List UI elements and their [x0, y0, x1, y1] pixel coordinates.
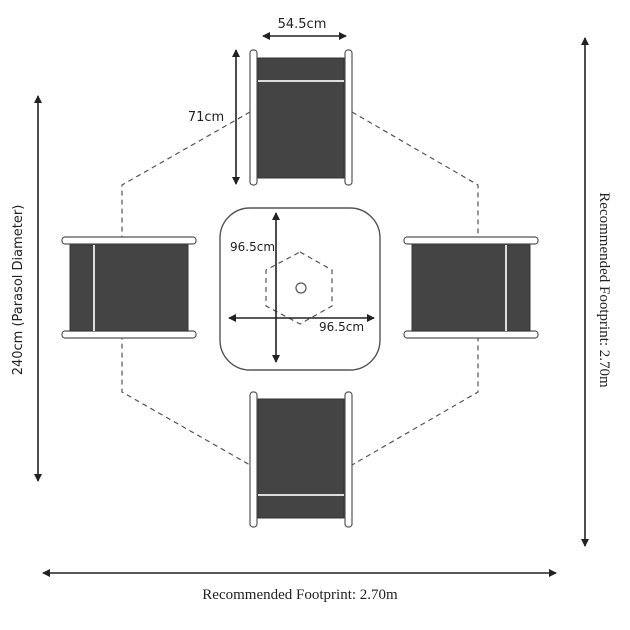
chair-right: [403, 236, 539, 339]
chair-top: [249, 49, 353, 186]
chair-width-label: 54.5cm: [278, 17, 327, 32]
parasol-hole: [295, 282, 307, 294]
table-width-label: 96.5cm: [319, 320, 364, 334]
parasol-base-hexagon: [265, 251, 333, 325]
footprint-horizontal-label: Recommended Footprint: 2.70m: [202, 587, 398, 603]
parasol-outline-right: [351, 111, 479, 466]
table-depth-label: 96.5cm: [230, 240, 275, 254]
chair-depth-label: 71cm: [188, 110, 224, 125]
footprint-vertical-label: Recommended Footprint: 2.70m: [596, 192, 612, 388]
chair-bottom: [249, 391, 353, 528]
parasol-outline-left: [121, 111, 251, 466]
parasol-diameter-label: 240cm (Parasol Diameter): [11, 205, 26, 376]
chair-left: [61, 236, 197, 339]
